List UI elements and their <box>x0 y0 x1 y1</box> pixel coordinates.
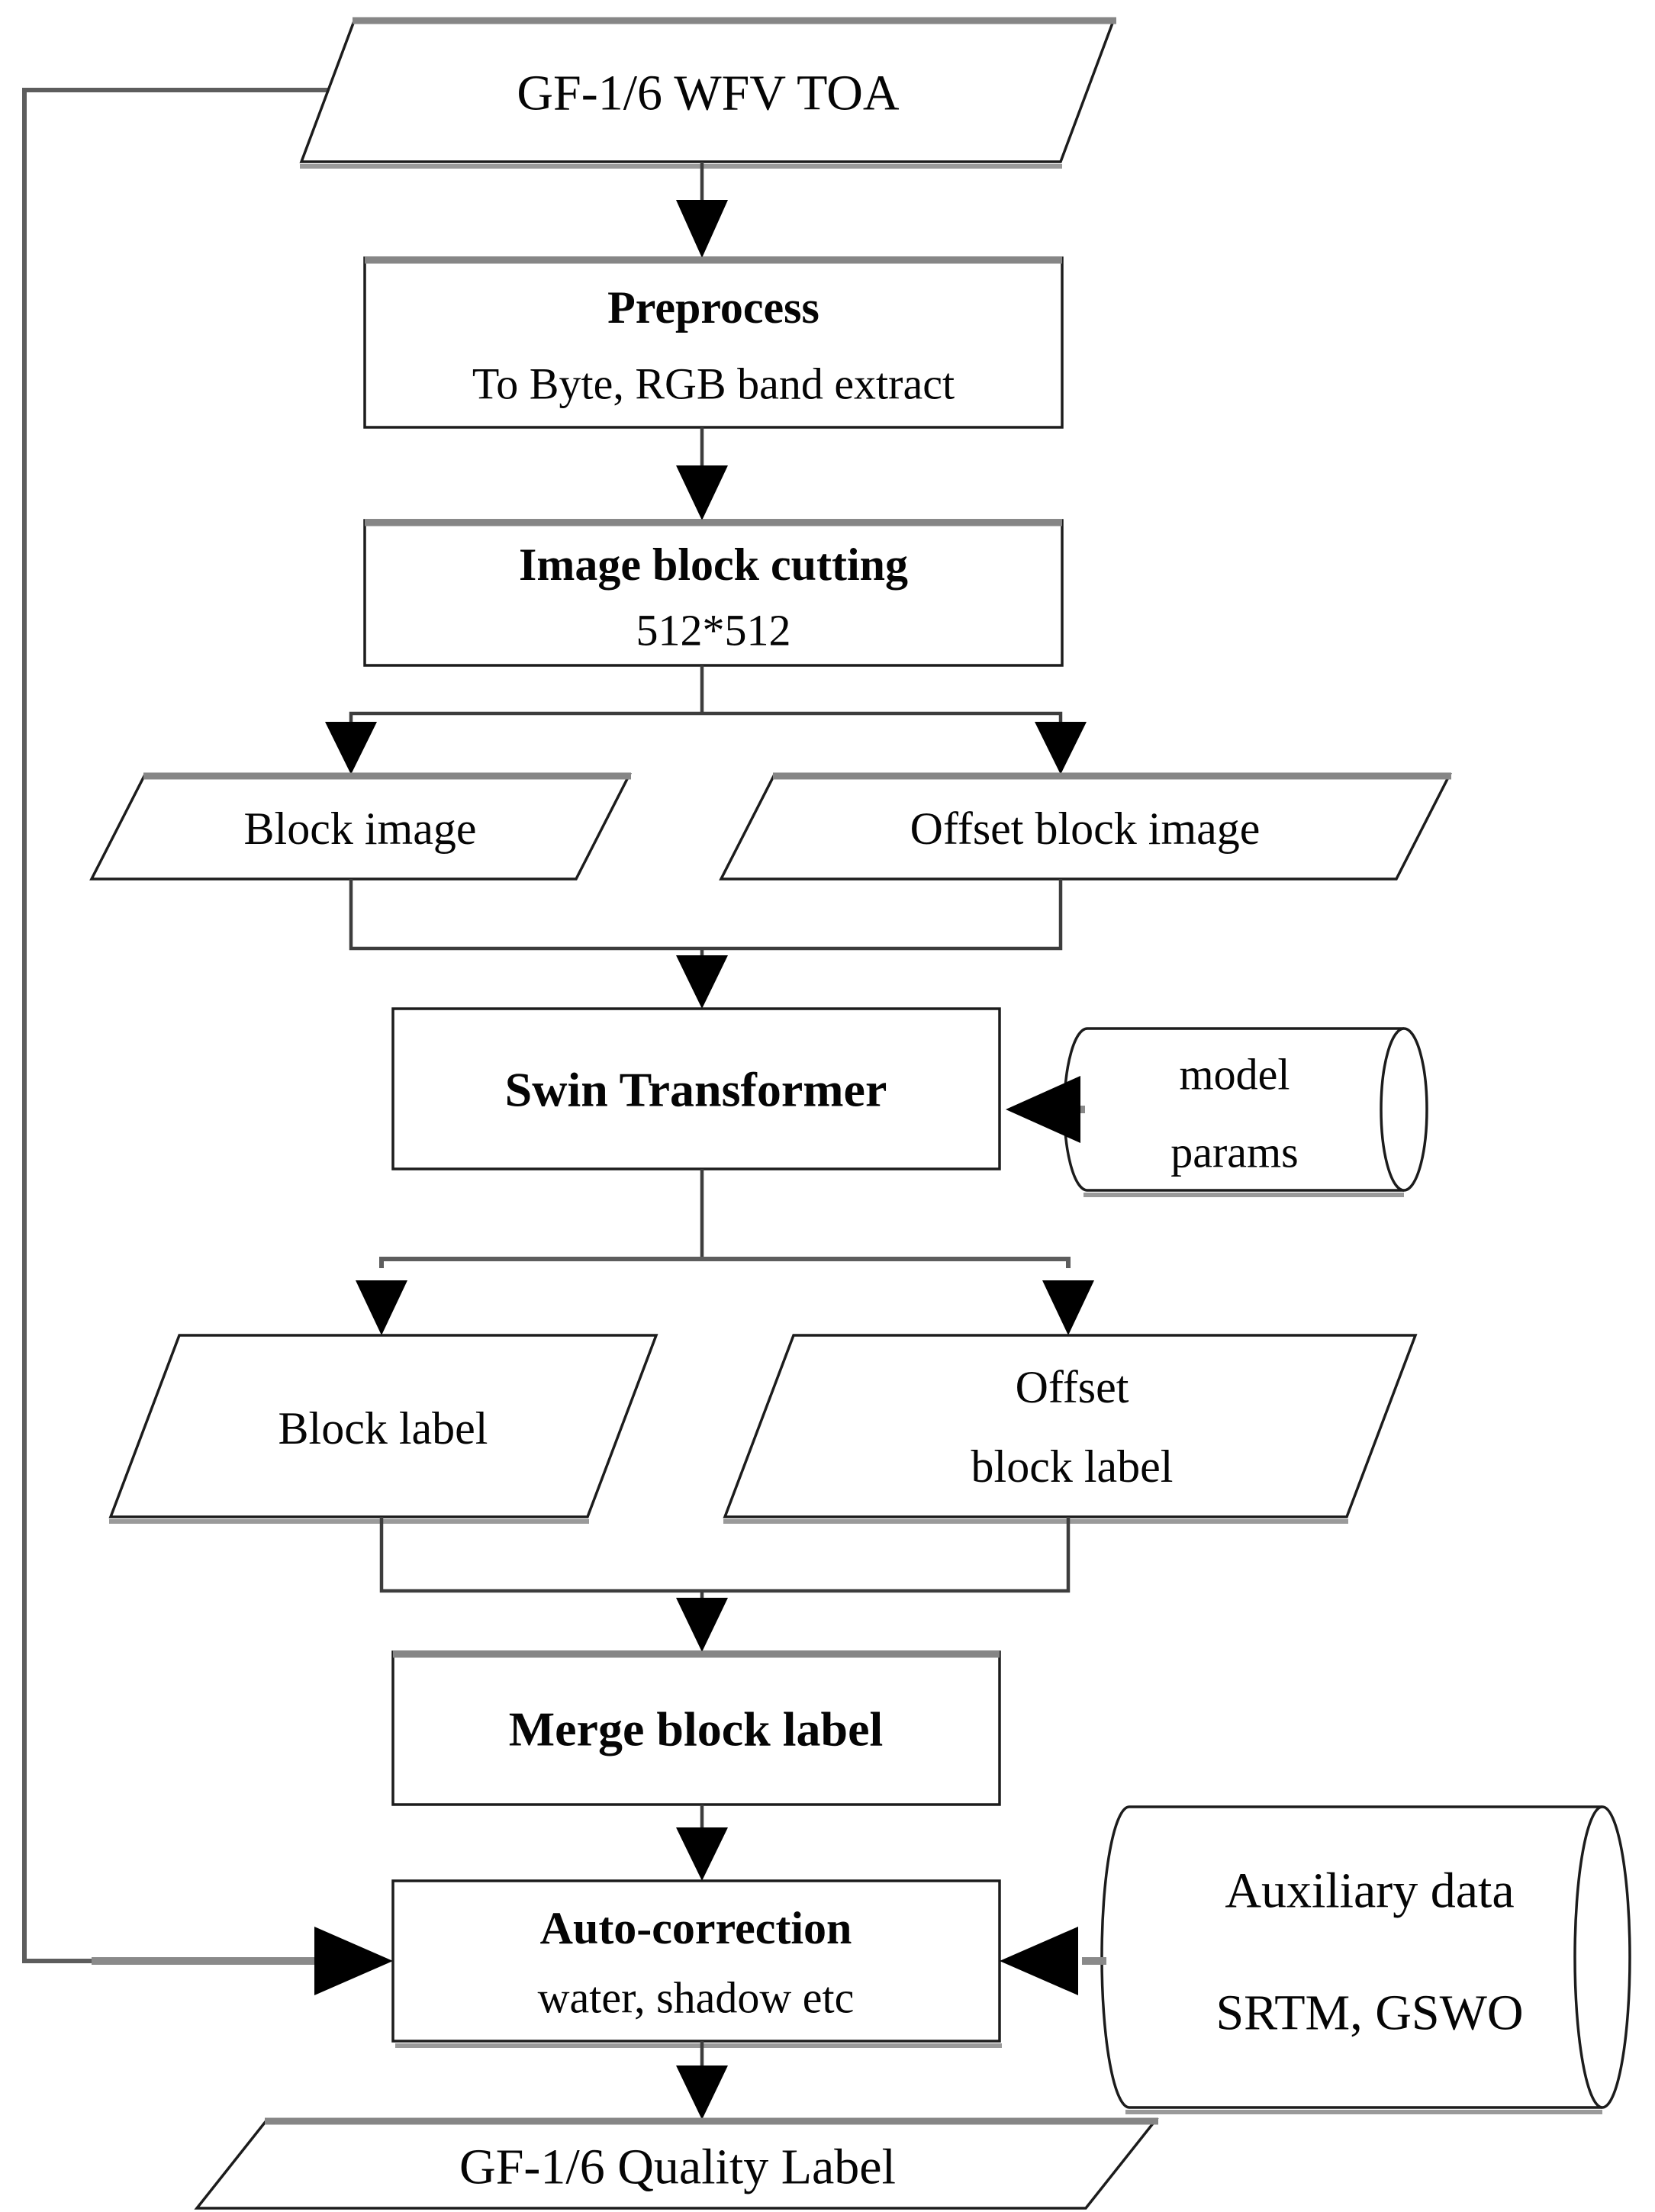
node-block-image: Block image <box>89 772 632 881</box>
connector-labels-join <box>379 1517 1071 1593</box>
node-preprocess-title: Preprocess <box>607 282 819 333</box>
arrowhead-feedback-into-autocorrection <box>314 1927 393 1995</box>
node-input-toa-label: GF-1/6 WFV TOA <box>517 66 900 121</box>
arrowhead-into-autocorrection <box>676 1827 728 1881</box>
arrowhead-into-merge <box>676 1598 728 1652</box>
node-auto-correction: Auto-correction water, shadow etc <box>391 1879 1002 2048</box>
arrowhead-into-offset-block-image <box>1035 722 1087 774</box>
node-auxiliary-data-line2: SRTM, GSWO <box>1215 1985 1523 2041</box>
node-auto-correction-title: Auto-correction <box>540 1903 852 1953</box>
connector-cutting-splitter <box>349 711 1063 723</box>
arrowhead-into-swin <box>676 955 728 1009</box>
node-output-quality-label: GF-1/6 Quality Label <box>459 2140 896 2195</box>
node-input-toa: GF-1/6 WFV TOA <box>299 17 1116 169</box>
node-auxiliary-data-line1: Auxiliary data <box>1225 1863 1514 1919</box>
node-model-params-line1: model <box>1180 1050 1290 1100</box>
node-swin-transformer-shape <box>391 1007 1001 1170</box>
connector-images-join <box>349 879 1063 951</box>
node-block-cutting-shape <box>363 519 1064 667</box>
node-block-label-shape <box>108 1334 658 1518</box>
node-auxiliary-data-body <box>1100 1805 1602 2109</box>
arrowhead-into-offset-block-label <box>1042 1280 1094 1335</box>
arrowhead-into-block-label <box>356 1280 407 1335</box>
node-merge-block-label-title: Merge block label <box>509 1702 884 1756</box>
node-output-quality: GF-1/6 Quality Label <box>194 2117 1159 2210</box>
node-block-cutting: Image block cutting 512*512 <box>363 519 1064 667</box>
node-offset-block-image: Offset block image <box>719 772 1452 881</box>
node-offset-block-label-line1: Offset <box>1016 1362 1129 1412</box>
node-merge-block-label: Merge block label <box>391 1650 1001 1806</box>
arrowhead-into-block-image <box>325 722 377 774</box>
arrowhead-into-quality <box>676 2065 728 2120</box>
arrowhead-into-autocorrection-right <box>1000 1927 1078 1995</box>
node-preprocess: Preprocess To Byte, RGB band extract <box>363 256 1064 429</box>
arrowhead-into-swin-right <box>1006 1076 1080 1143</box>
node-swin-transformer-title: Swin Transformer <box>505 1063 887 1117</box>
node-block-image-label: Block image <box>244 803 477 854</box>
node-offset-block-label: Offset block label <box>723 1334 1418 1524</box>
node-block-label-label: Block label <box>279 1403 488 1454</box>
node-block-label: Block label <box>108 1334 658 1524</box>
node-block-cutting-title: Image block cutting <box>519 539 908 590</box>
connector-feedback-toa-to-autocorrection <box>22 88 328 1963</box>
node-preprocess-shape <box>363 256 1064 429</box>
node-auto-correction-subtitle: water, shadow etc <box>538 1973 855 2023</box>
node-offset-block-label-line2: block label <box>971 1441 1174 1492</box>
arrowhead-into-cutting <box>676 465 728 520</box>
connector-swin-splitter <box>379 1257 1071 1268</box>
node-model-params: model params <box>1063 1027 1428 1197</box>
node-model-params-line2: params <box>1170 1128 1299 1177</box>
node-offset-block-image-label: Offset block image <box>910 803 1261 854</box>
node-auxiliary-data: Auxiliary data SRTM, GSWO <box>1100 1805 1631 2114</box>
node-auto-correction-shape <box>391 1879 1001 2043</box>
node-block-cutting-subtitle: 512*512 <box>636 606 791 655</box>
node-auxiliary-data-cap <box>1573 1805 1631 2109</box>
node-merge-block-label-shape <box>391 1650 1001 1806</box>
node-offset-block-label-shape <box>723 1334 1418 1518</box>
node-model-params-cap <box>1380 1027 1428 1192</box>
arrowhead-into-preprocess <box>676 200 728 258</box>
node-swin-transformer: Swin Transformer <box>391 1007 1001 1170</box>
node-preprocess-subtitle: To Byte, RGB band extract <box>472 359 955 409</box>
